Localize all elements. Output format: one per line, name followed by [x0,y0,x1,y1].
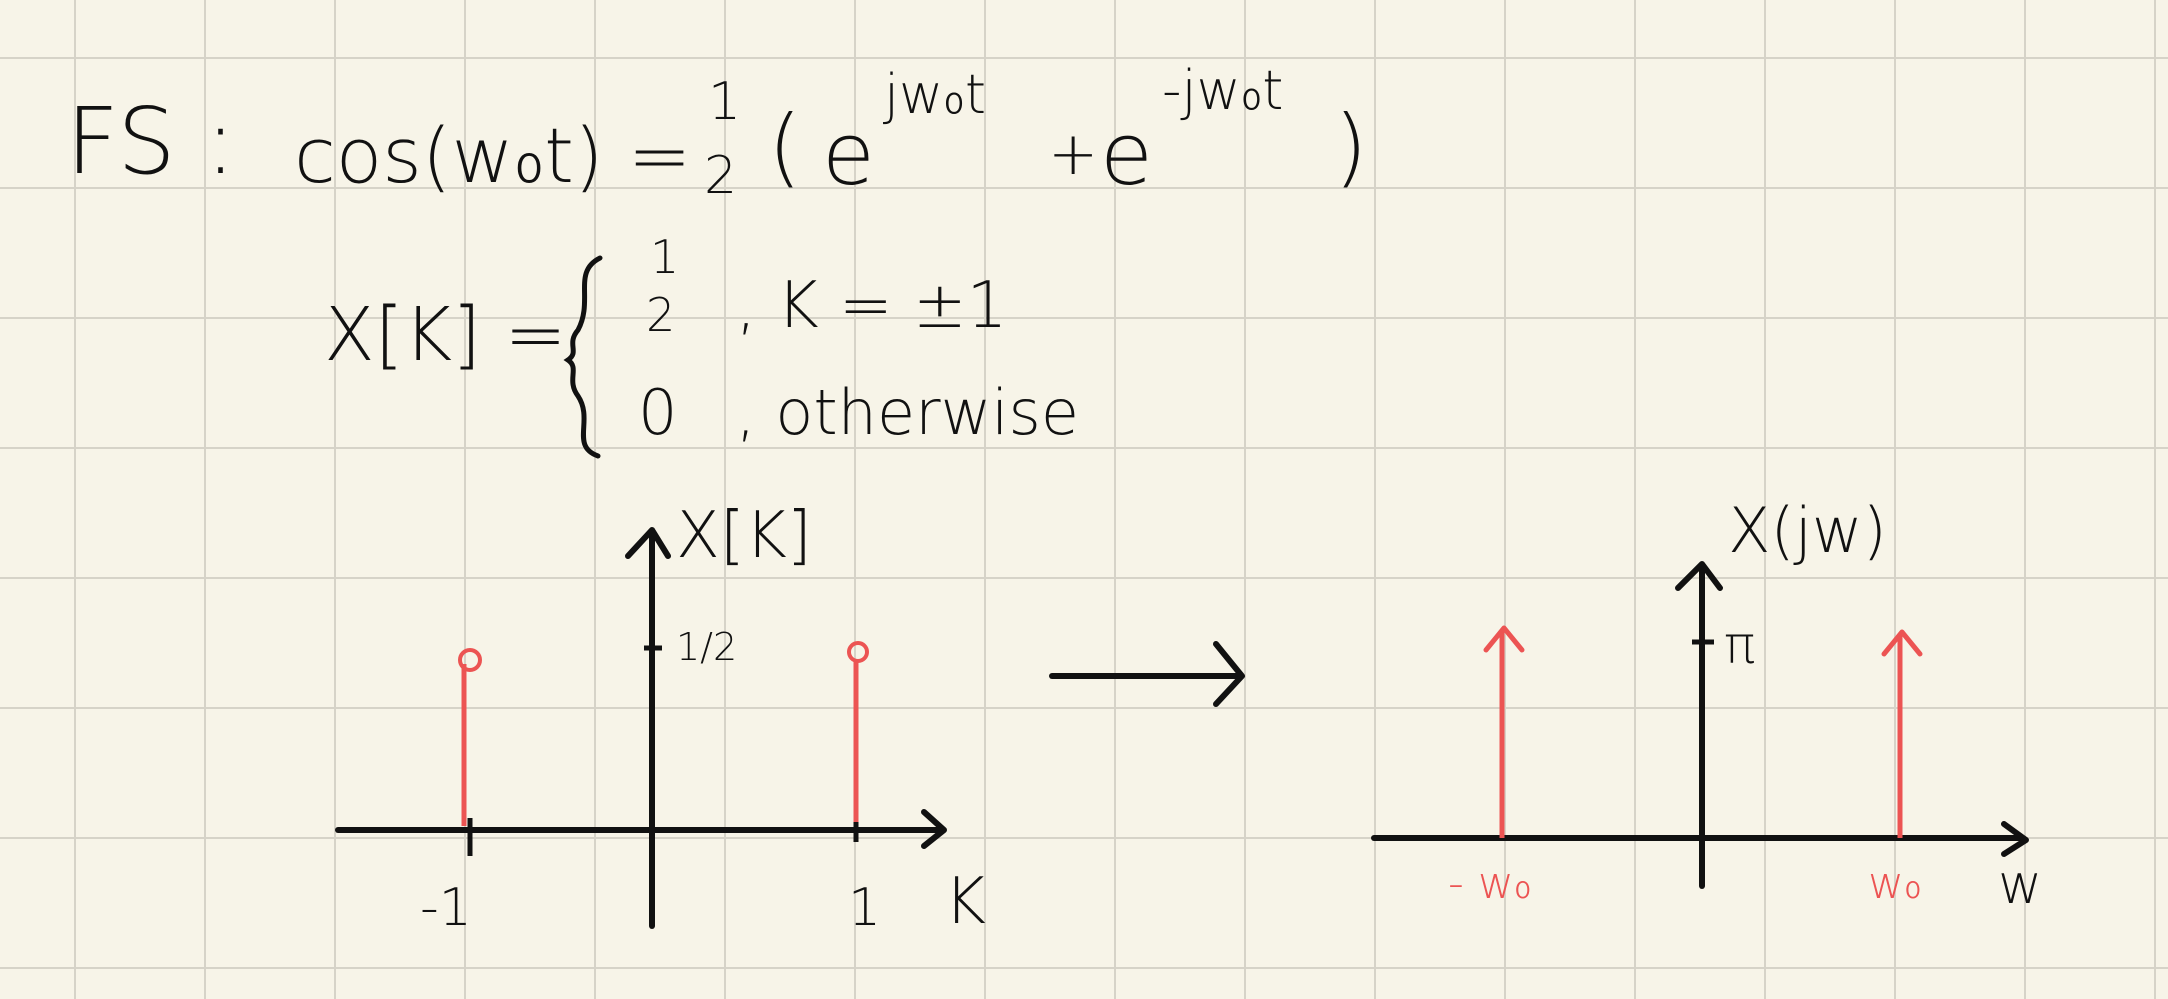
exp-term-2-power: -jw₀t [1162,59,1284,122]
transform-arrow-head [1213,641,1245,707]
case1-denominator: 2 [646,288,676,342]
impulse-neg-w0-head [1483,625,1525,653]
right-x-axis-label: w [1998,853,2043,916]
case1-numerator: 1 [650,230,680,284]
right-tick-label: π [1724,616,1756,676]
right-tick-neg: - w₀ [1448,858,1532,909]
left-x-axis-arrow [921,809,947,849]
impulse-pos-w0-head [1881,629,1923,657]
right-y-axis-arrow [1675,561,1723,591]
close-paren: ) [1334,97,1368,197]
half-numerator: 1 [708,72,742,132]
exp-term-1: e [822,105,875,205]
stem-k-pos1-marker [847,641,869,663]
left-x-axis-label: K [944,865,986,939]
right-tick-pos: w₀ [1868,858,1922,909]
cases-brace [563,255,603,459]
stem-k-neg1-marker [458,648,482,672]
left-y-axis-arrow [625,527,671,559]
left-tick-pos: 1 [848,878,882,938]
half-denominator: 2 [704,146,738,206]
left-y-axis-label: X[K] [676,499,812,573]
exp-term-1-power: jw₀t [884,63,986,126]
open-paren: ( [768,97,802,197]
fs-label: FS : [66,88,236,195]
exp-term-2: e [1100,105,1153,205]
left-tick-neg: -1 [420,878,472,938]
right-x-axis-arrow [2001,821,2029,857]
cos-expression: cos(w₀t) = [294,111,692,200]
left-tick-label: 1/2 [676,625,738,669]
case2-value: 0 [638,376,678,449]
case2-condition: , otherwise [736,376,1079,449]
xk-lhs: X[K] = [324,292,567,378]
plus-sign: + [1048,119,1099,189]
right-y-axis-label: X(jw) [1728,494,1887,567]
case1-condition: , K = ±1 [736,269,1008,343]
